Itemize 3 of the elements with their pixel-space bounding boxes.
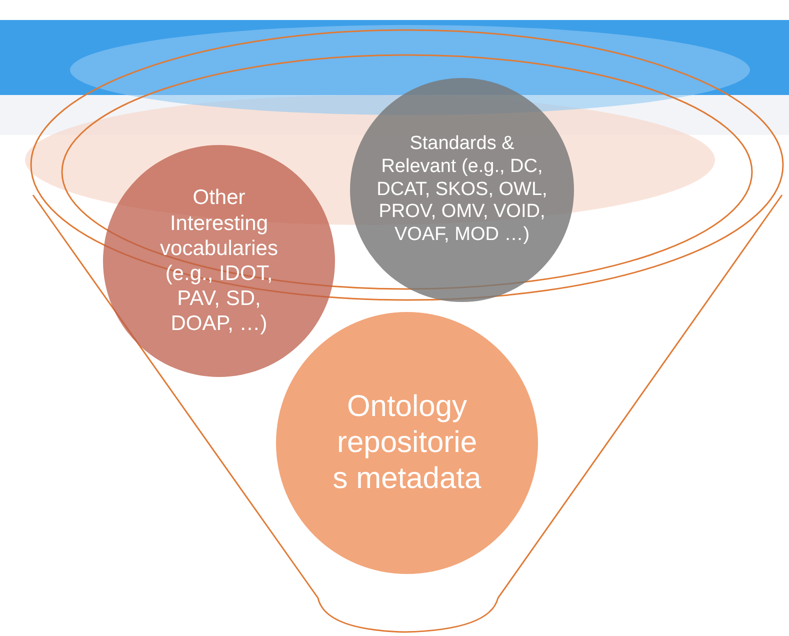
circle-label: Ontology repositories metadata <box>332 389 482 497</box>
circle-label: Standards & Relevant (e.g., DC, DCAT, SKOS, OWL, PROV, OMV, VOID, VOAF, MOD …) <box>376 133 548 247</box>
circle-label: Other Interesting vocabularies (e.g., IDOT, PAV, SD, DOAP, …) <box>159 185 279 337</box>
